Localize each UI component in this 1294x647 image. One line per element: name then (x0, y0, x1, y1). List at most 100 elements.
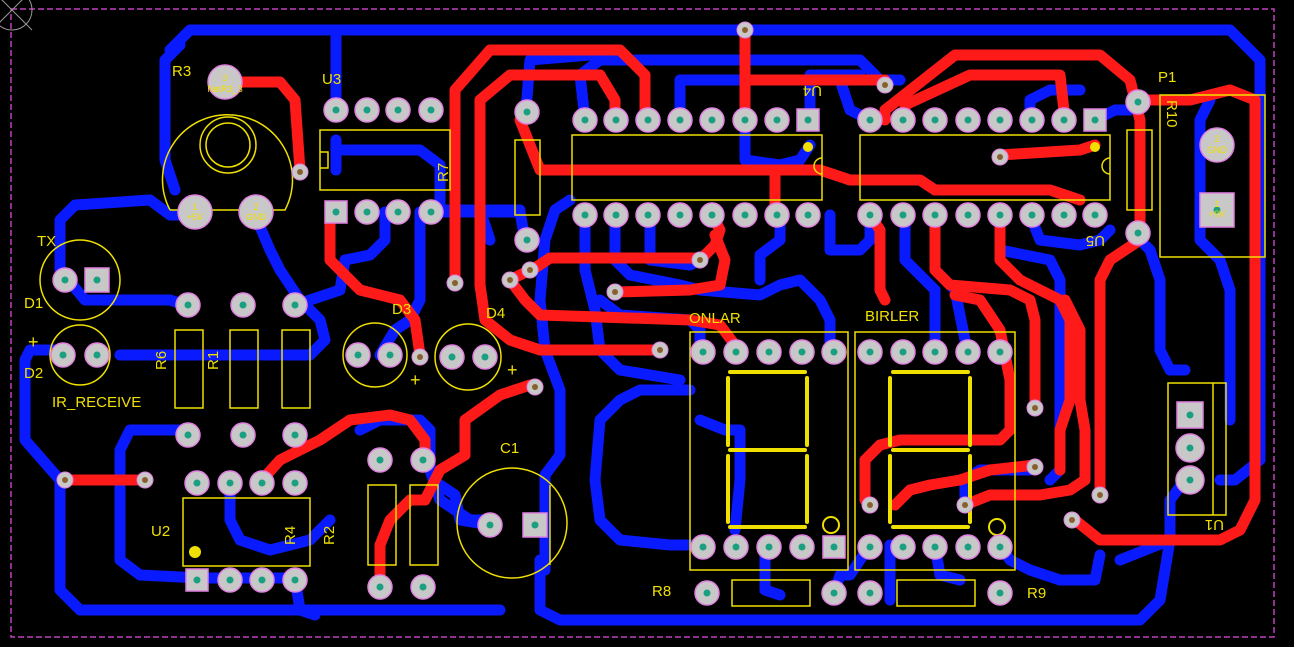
p1-pin1-net: +9V (1209, 209, 1225, 219)
u4-pad-bot-0-hole (581, 211, 589, 219)
label-r8: R8 (652, 583, 671, 600)
u4-pad-bot-1-hole (612, 211, 620, 219)
u5-pad-1-hole (1091, 116, 1099, 124)
d3-pad-a-hole (354, 351, 362, 359)
u2-outline (182, 497, 311, 567)
u5-pad-top-1-hole (899, 116, 907, 124)
r10-pad-b-hole (1134, 229, 1142, 237)
birler-pad-top-4-hole (996, 348, 1004, 356)
r10-pad-a-hole (1134, 98, 1142, 106)
u5-outline (859, 134, 1111, 201)
u2-pad-top-2-hole (258, 479, 266, 487)
u2-pin1-marker (189, 546, 201, 558)
u2-pad-top-1-hole (226, 479, 234, 487)
u4-pad-top-1-hole (612, 116, 620, 124)
c1-pad-b-hole (531, 521, 539, 529)
r6-pad-top-hole (184, 301, 192, 309)
onlar-pad-top-0-hole (699, 348, 707, 356)
via-3-hole (697, 257, 703, 263)
via-17-hole (867, 502, 873, 508)
onlar-pad-top-4-hole (830, 348, 838, 356)
r6-pad-bot-hole (184, 431, 192, 439)
u5-pad-bot-1-hole (899, 211, 907, 219)
u5-pad-top-2-hole (931, 116, 939, 124)
label-r6: R6 (153, 351, 170, 370)
r7-pad-b-hole (523, 236, 531, 244)
r9-pad-a-hole (866, 589, 874, 597)
u4-outline (571, 134, 823, 201)
r4-pad-top-hole (376, 456, 384, 464)
r4-pad-bot-hole (376, 583, 384, 591)
r8-pad-a-hole (703, 589, 711, 597)
onlar-pad-top-3-hole (798, 348, 806, 356)
via-8-hole (657, 347, 663, 353)
birler-pad-bot-3-hole (964, 543, 972, 551)
u4-pad-top-4-hole (708, 116, 716, 124)
label-r1: R1 (205, 351, 222, 370)
r3-pin1-label: 1 (192, 202, 197, 212)
onlar-pad-1-hole (830, 543, 838, 551)
pad-net-labels: 3 NetR3_3 1 +5V 2 GND 2 GND 1 +9V (187, 73, 1228, 222)
r8-pad-b-hole (830, 589, 838, 597)
u2-pad-bot-1-hole (258, 576, 266, 584)
d2-pad-b-hole (93, 351, 101, 359)
via-4-hole (527, 267, 533, 273)
label-d3: D3 (392, 301, 411, 318)
d4-pad-a-hole (448, 353, 456, 361)
d4-pad-b-hole (481, 353, 489, 361)
label-r4: R4 (282, 526, 299, 545)
via-13-hole (1032, 405, 1038, 411)
rx-pad-bot-hole (291, 431, 299, 439)
r3-pad-1 (177, 194, 213, 230)
onlar-outline (689, 331, 849, 571)
d2-pad-a-hole (59, 351, 67, 359)
labels: R3 U3 R7 U4 U5 P1 R10 TX D1 D2 IR_RECEIV… (24, 63, 1224, 602)
birler-pad-bot-0-hole (866, 543, 874, 551)
u5-pad-bot-5-hole (1028, 211, 1036, 219)
u3-pad-top-3-hole (427, 106, 435, 114)
u1-pad-3-hole (1186, 476, 1194, 484)
via-11-hole (142, 477, 148, 483)
u4-pad-top-6-hole (773, 116, 781, 124)
c1-pad-a-hole (486, 521, 494, 529)
via-0-hole (742, 27, 748, 33)
u5-pad-top-3-hole (964, 116, 972, 124)
u4-pad-bot-2-hole (644, 211, 652, 219)
u1-pad-2-hole (1186, 444, 1194, 452)
p1-pin2-label: 2 (1214, 134, 1219, 144)
via-7-hole (612, 289, 618, 295)
birler-pad-bot-2-hole (931, 543, 939, 551)
onlar-pad-bot-3-hole (798, 543, 806, 551)
label-d1: D1 (24, 295, 43, 312)
origin-cross-a (1, 0, 33, 31)
label-u3: U3 (322, 71, 341, 88)
p1-pad-1-hole (1213, 206, 1221, 214)
p1-outline (1159, 94, 1266, 258)
rx-pad-top-hole (291, 301, 299, 309)
u4-pad-bot-6-hole (773, 211, 781, 219)
label-u4: U4 (803, 82, 822, 99)
birler-pad-top-1-hole (899, 348, 907, 356)
u2-pad-bot-0-hole (226, 576, 234, 584)
birler-pad-top-0-hole (866, 348, 874, 356)
u5-pad-bot-2-hole (931, 211, 939, 219)
seven-seg-digits (726, 370, 972, 529)
r3-net-label: NetR3_3 (207, 84, 243, 94)
u4-pad-bot-4-hole (708, 211, 716, 219)
u3-pad-top-0-hole (332, 106, 340, 114)
label-p1: P1 (1158, 69, 1176, 86)
r3-pin3-label: 3 (222, 73, 227, 83)
birler-pad-bot-1-hole (899, 543, 907, 551)
u5-pad-top-4-hole (996, 116, 1004, 124)
u5-pad-top-0-hole (866, 116, 874, 124)
onlar-pad-top-2-hole (765, 348, 773, 356)
p1-pad-2 (1199, 127, 1235, 163)
r3-pad-3 (207, 64, 243, 100)
birler-pad-top-2-hole (931, 348, 939, 356)
via-16-hole (1069, 517, 1075, 523)
r7-outline (514, 139, 541, 216)
u4-pin1-marker (803, 142, 813, 152)
u5-pad-bot-6-hole (1060, 211, 1068, 219)
onlar-pad-bot-0-hole (699, 543, 707, 551)
r3-pad-2 (238, 194, 274, 230)
